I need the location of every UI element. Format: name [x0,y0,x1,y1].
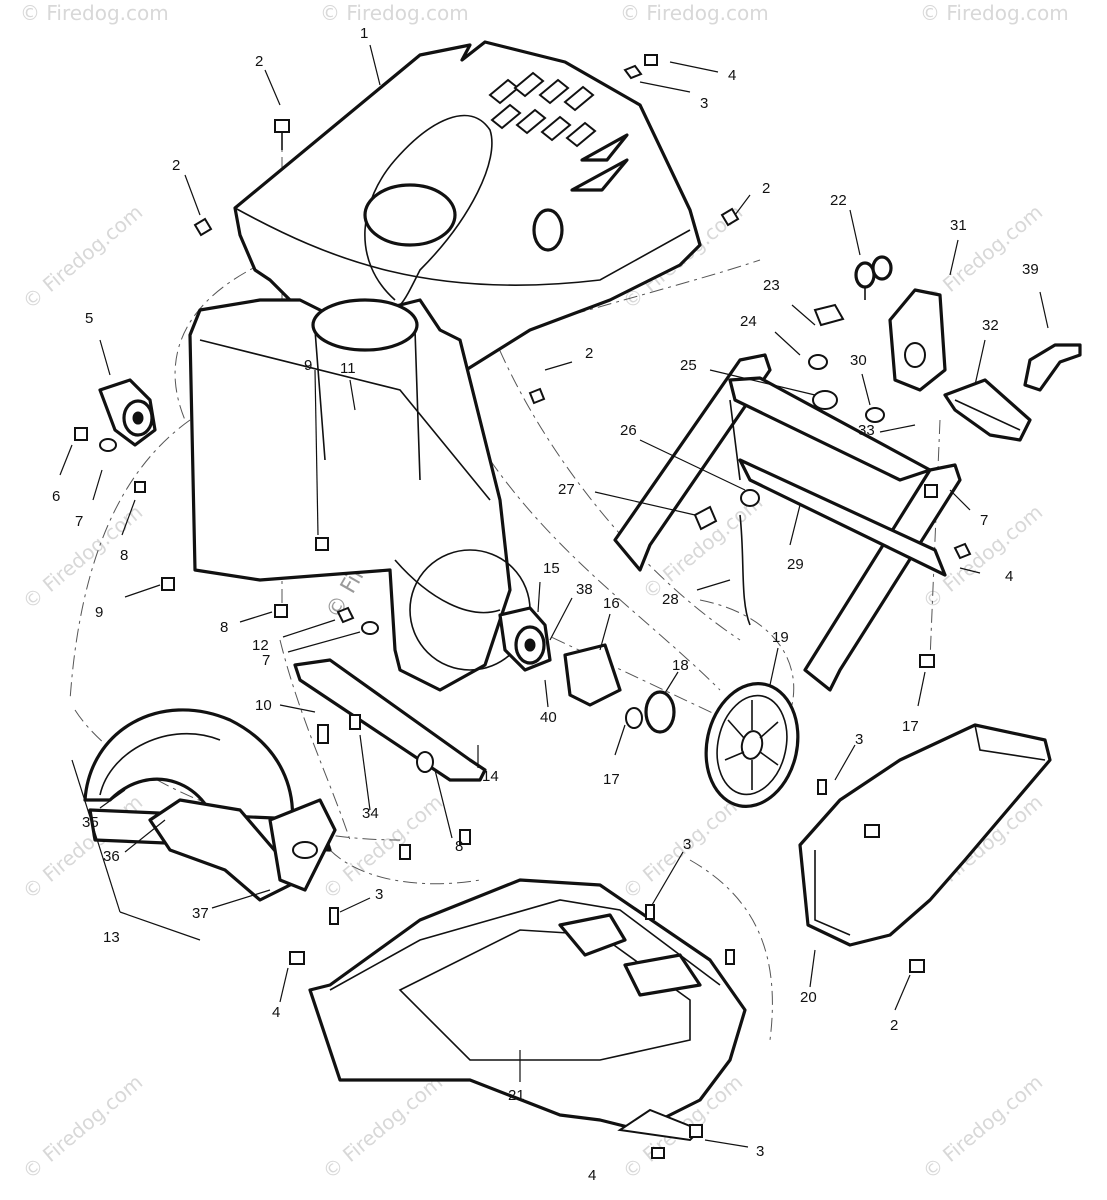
callout-38: 38 [576,581,593,598]
callout-8: 8 [120,547,128,564]
callout-5: 5 [85,310,93,327]
watermark: © Firedog.com [920,1,1069,25]
callout-1: 1 [360,25,368,42]
callout-4: 4 [272,1004,280,1021]
callout-23: 23 [763,277,780,294]
callout-11: 11 [340,360,356,377]
shroud-vents [488,71,629,192]
callout-2: 2 [172,157,180,174]
callout-15: 15 [543,560,560,577]
callout-31: 31 [950,217,967,234]
callout-3: 3 [756,1143,764,1160]
callout-8: 8 [455,838,463,855]
callout-26: 26 [620,422,637,439]
watermark: © Firedog.com [918,1070,1047,1184]
callout-39: 39 [1022,261,1039,278]
watermark: © Firedog.com [620,1,769,25]
lever-handle [1023,343,1082,392]
callout-17: 17 [902,718,919,735]
callout-3: 3 [683,836,691,853]
callout-10: 10 [255,697,272,714]
callout-40: 40 [540,709,557,726]
callout-18: 18 [672,657,689,674]
callout-14: 14 [482,768,499,785]
callouts: 1 2 4 3 2 2 22 31 39 23 24 32 2 25 30 5 … [52,25,1039,1184]
callout-2: 2 [890,1017,898,1034]
auger-housing [188,298,531,692]
callout-30: 30 [850,352,867,369]
callout-6: 6 [52,488,60,505]
callout-36: 36 [103,848,120,865]
callout-29: 29 [787,556,804,573]
scraper-bar [293,658,487,782]
callout-28: 28 [662,591,679,608]
callout-9: 9 [304,357,312,374]
callout-22: 22 [830,192,847,209]
callout-2: 2 [255,53,263,70]
ignition-key [854,255,893,300]
callout-7: 7 [75,513,83,530]
callout-12: 12 [252,637,269,654]
housing-base [308,878,747,1142]
callout-9: 9 [95,604,103,621]
callout-33: 33 [858,422,875,439]
callout-7: 7 [980,512,988,529]
watermark: © Firedog.com [18,1070,147,1184]
callout-27: 27 [558,481,575,498]
callout-24: 24 [740,313,757,330]
callout-35: 35 [82,814,99,831]
watermark: © Firedog.com [320,1,469,25]
callout-3: 3 [700,95,708,112]
callout-21: 21 [508,1087,525,1104]
shroud-cover [233,40,702,382]
bearing-right [498,606,622,707]
callout-7: 7 [262,652,270,669]
primer-housing [888,288,947,392]
handle-frame [613,353,962,692]
spacer [625,690,676,734]
callout-4: 4 [588,1167,596,1184]
watermark: © Firedog.com [18,200,147,314]
discharge-chute [798,723,1052,947]
callout-16: 16 [603,595,620,612]
callout-32: 32 [982,317,999,334]
watermark: © Firedog.com [18,790,147,904]
hardware [74,54,972,1159]
callout-13: 13 [103,929,120,946]
callout-2: 2 [762,180,770,197]
callout-4: 4 [1005,568,1013,585]
callout-20: 20 [800,989,817,1006]
callout-37: 37 [192,905,209,922]
callout-17: 17 [603,771,620,788]
leader-lines [59,44,1049,1148]
callout-3: 3 [375,886,383,903]
callout-4: 4 [728,67,736,84]
engine-cover [943,378,1032,442]
watermark: © Firedog.com [318,1070,447,1184]
bearing-left [98,378,157,447]
wheel [704,682,800,808]
callout-8: 8 [220,619,228,636]
callout-2: 2 [585,345,593,362]
callout-19: 19 [772,629,789,646]
callout-3: 3 [855,731,863,748]
callout-34: 34 [362,805,379,822]
auger-assembly [83,708,337,902]
watermark: © Firedog.com [20,1,169,25]
callout-25: 25 [680,357,697,374]
